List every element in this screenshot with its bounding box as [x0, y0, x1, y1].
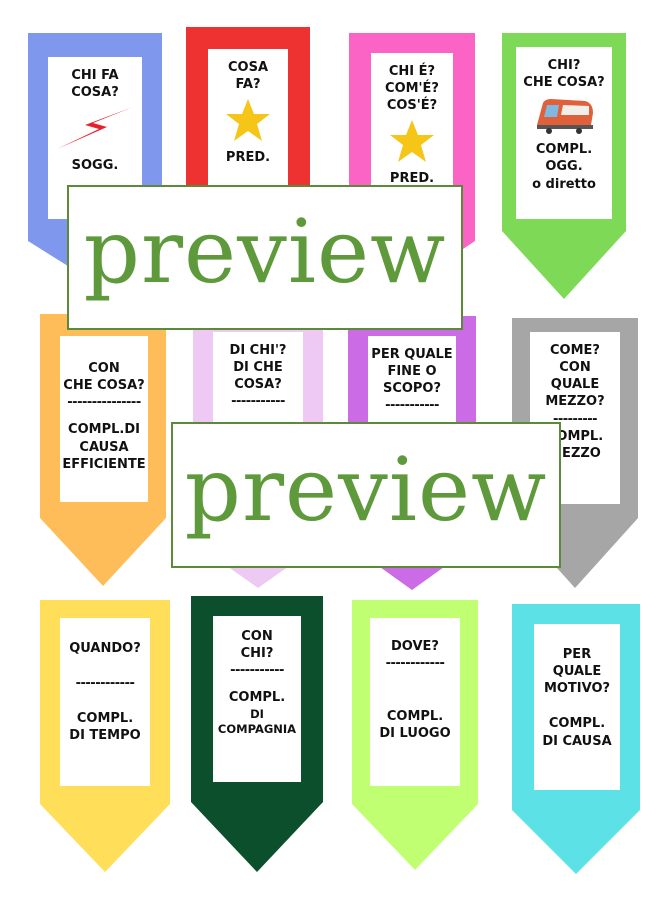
question-line: CON [559, 360, 591, 376]
complement-line: COMPL. [228, 690, 286, 706]
complement-line: CAUSA [79, 439, 129, 455]
complement-line: OGG. [545, 159, 583, 175]
question-line: CHI? [547, 58, 581, 73]
question-line: DI CHI'? [229, 343, 287, 358]
complement-line: COMPAGNIA [217, 721, 297, 736]
question-line: QUANDO? [69, 641, 141, 656]
complement-line: DI TEMPO [69, 728, 141, 744]
question-line: QUALE [552, 664, 602, 680]
banner-card: PER QUALE MOTIVO? COMPL. DI CAUSA [534, 624, 620, 790]
complement-line: PRED. [389, 171, 435, 187]
question-line: COM'É? [385, 81, 439, 97]
complement-line: COMPL. [76, 711, 134, 727]
question-line: CHI? [240, 646, 274, 662]
banner-arrow [502, 231, 626, 299]
banner-card: DOVE? ------------ COMPL. DI LUOGO [370, 618, 460, 786]
banner-card: QUANDO? ------------ COMPL. DI TEMPO [60, 618, 150, 786]
complement-line: COMPL. [535, 142, 593, 158]
preview-watermark: preview [67, 185, 463, 330]
question-line: COSA? [234, 377, 282, 393]
complement-line: COMPL. [548, 716, 606, 732]
separator-line: ----------- [230, 663, 284, 679]
question-line: COME? [550, 343, 600, 358]
complement-line: SOGG. [71, 158, 119, 174]
question-line: MEZZO? [545, 394, 605, 410]
banner-mezzo: COME? CON QUALE MEZZO? --------- COMPL. … [512, 318, 638, 588]
complement-line: MEZZO [549, 445, 601, 461]
question-line: CHE COSA? [63, 378, 145, 394]
banner-arrow [40, 518, 166, 586]
separator-line: --------- [552, 411, 598, 427]
star-icon [390, 120, 434, 163]
complement-line: EFFICIENTE [62, 456, 146, 472]
question-line: COSA? [71, 85, 119, 101]
separator-line: ------------ [385, 656, 445, 672]
question-line: SCOPO? [382, 381, 442, 397]
banner-card: CHI? CHE COSA? COMPL. OGG. o diretto [516, 47, 612, 219]
banner-arrow [191, 802, 323, 872]
separator-line: ------------ [75, 676, 135, 692]
question-line: COS'É? [386, 98, 438, 114]
separator-line: ----------- [231, 394, 285, 410]
complement-line: DI [250, 706, 264, 721]
star-icon [226, 99, 270, 142]
complement-line: PRED. [225, 150, 271, 166]
banner-causa-efficiente: CON CHE COSA? --------------- COMPL.DI C… [40, 314, 166, 586]
question-line: CHI É? [388, 64, 436, 79]
question-line: PER QUALE [371, 347, 453, 362]
banner-card: CON CHI? ----------- COMPL. DI COMPAGNIA [213, 616, 301, 782]
banner-card: CON CHE COSA? --------------- COMPL.DI C… [60, 336, 148, 502]
preview-watermark: preview [171, 422, 561, 568]
question-line: CHE COSA? [523, 75, 605, 91]
banner-arrow [40, 804, 170, 872]
banner-causa: PER QUALE MOTIVO? COMPL. DI CAUSA [512, 604, 640, 874]
train-icon [537, 99, 593, 135]
question-line: CON [241, 629, 273, 644]
banner-compagnia: CON CHI? ----------- COMPL. DI COMPAGNIA [191, 596, 323, 872]
question-line: CHI FA [71, 68, 119, 83]
banner-arrow [352, 804, 478, 870]
banner-luogo: DOVE? ------------ COMPL. DI LUOGO [352, 600, 478, 870]
complement-line: COMPL.DI [68, 422, 140, 438]
question-line: DOVE? [391, 639, 439, 654]
banner-complemento-oggetto: CHI? CHE COSA? COMPL. OGG. o diretto [502, 33, 626, 299]
separator-line: ----------- [385, 398, 439, 414]
complement-line: COMPL. [386, 709, 444, 725]
complement-line: o diretto [532, 176, 596, 192]
banner-arrow [512, 810, 640, 874]
question-line: QUALE [550, 377, 600, 393]
question-line: MOTIVO? [543, 681, 611, 697]
lightning-icon [57, 107, 133, 150]
complement-line: DI CAUSA [542, 733, 612, 749]
complement-line: DI LUOGO [379, 726, 451, 742]
question-line: FA? [235, 77, 261, 93]
question-line: CON [88, 361, 120, 376]
banner-tempo: QUANDO? ------------ COMPL. DI TEMPO [40, 600, 170, 872]
question-line: DI CHE [233, 360, 283, 376]
separator-line: --------------- [67, 395, 141, 411]
question-line: FINE O [387, 364, 437, 380]
question-line: COSA [227, 60, 268, 75]
banner-card: COME? CON QUALE MEZZO? --------- COMPL. … [530, 332, 620, 504]
question-line: PER [562, 647, 592, 662]
